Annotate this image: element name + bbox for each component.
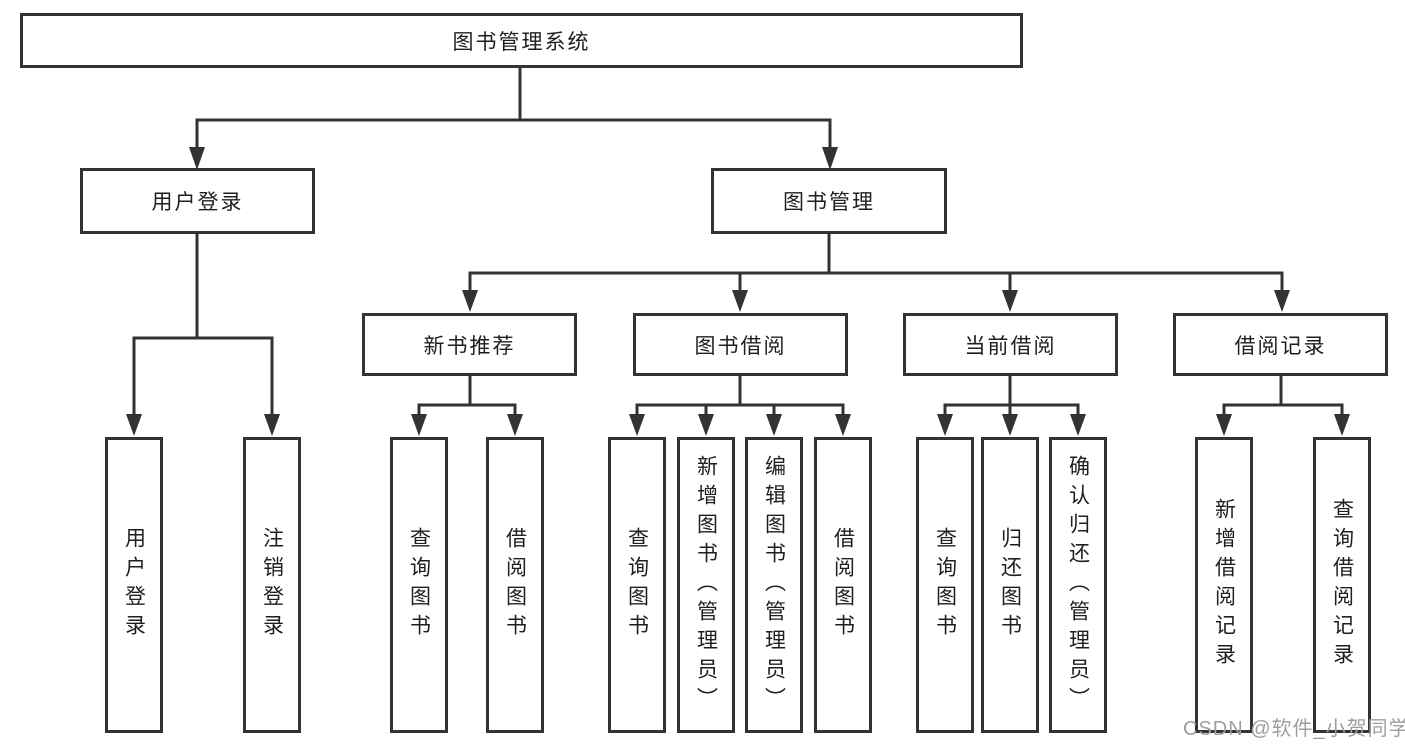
leaf-label: 用户登录 <box>122 527 146 643</box>
leaf-label: 查询图书 <box>933 527 957 643</box>
leaf-borrow-books: 借阅图书 <box>486 437 544 733</box>
node-label: 当前借阅 <box>964 334 1057 358</box>
leaf-user-login: 用户登录 <box>105 437 163 733</box>
node-label: 图书管理 <box>783 191 875 214</box>
leaf-label: 查询图书 <box>407 527 431 643</box>
node-root-system: 图书管理系统 <box>20 13 1023 68</box>
leaf-label: 借阅图书 <box>503 527 527 643</box>
leaf-label: 新增图书（管理员） <box>694 454 718 716</box>
leaf-add-books-admin: 新增图书（管理员） <box>677 437 735 733</box>
node-book-management-module: 图书管理 <box>711 168 947 234</box>
leaf-confirm-return-admin: 确认归还（管理员） <box>1049 437 1107 733</box>
leaf-query-books: 查询图书 <box>608 437 666 733</box>
leaf-query-borrow-record: 查询借阅记录 <box>1313 437 1371 733</box>
node-root-label: 图书管理系统 <box>452 30 591 54</box>
node-label: 新书推荐 <box>423 334 516 358</box>
node-user-login-module: 用户登录 <box>80 168 315 234</box>
leaf-label: 查询图书 <box>625 527 649 643</box>
leaf-label: 注销登录 <box>260 527 284 643</box>
leaf-label: 编辑图书（管理员） <box>762 454 786 716</box>
leaf-label: 归还图书 <box>998 527 1022 643</box>
leaf-edit-books-admin: 编辑图书（管理员） <box>745 437 803 733</box>
leaf-label: 查询借阅记录 <box>1330 498 1354 672</box>
leaf-query-books: 查询图书 <box>916 437 974 733</box>
leaf-return-books: 归还图书 <box>981 437 1039 733</box>
csdn-watermark: CSDN @软件_小贺同学 <box>1183 718 1405 740</box>
node-current-borrow: 当前借阅 <box>903 313 1118 376</box>
leaf-add-borrow-record: 新增借阅记录 <box>1195 437 1253 733</box>
node-borrow-records: 借阅记录 <box>1173 313 1388 376</box>
node-new-book-recommend: 新书推荐 <box>362 313 577 376</box>
node-label: 图书借阅 <box>694 334 787 358</box>
leaf-label: 确认归还（管理员） <box>1066 454 1090 716</box>
leaf-borrow-books: 借阅图书 <box>814 437 872 733</box>
node-book-borrow: 图书借阅 <box>633 313 848 376</box>
leaf-label: 新增借阅记录 <box>1212 498 1236 672</box>
node-label: 借阅记录 <box>1234 334 1327 358</box>
leaf-label: 借阅图书 <box>831 527 855 643</box>
leaf-query-books: 查询图书 <box>390 437 448 733</box>
node-label: 用户登录 <box>151 191 244 214</box>
leaf-logout: 注销登录 <box>243 437 301 733</box>
